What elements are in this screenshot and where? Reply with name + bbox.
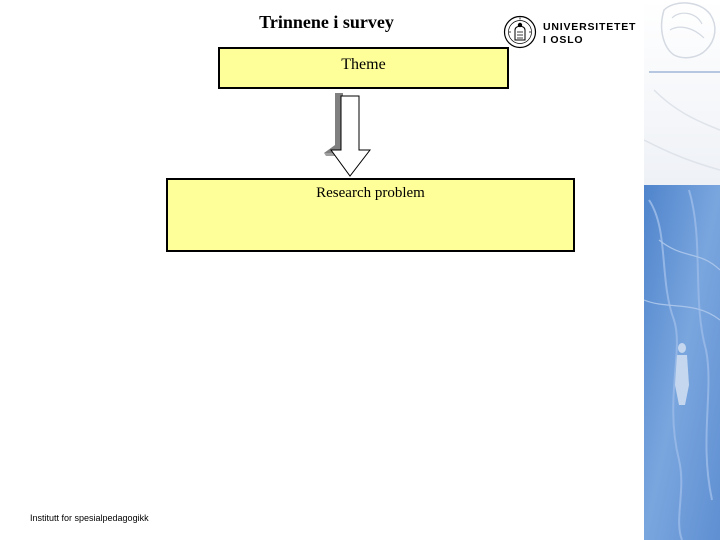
side-decoration bbox=[644, 0, 720, 540]
slide-title: Trinnene i survey bbox=[259, 12, 394, 32]
university-seal-icon bbox=[503, 15, 537, 49]
footer-institute: Institutt for spesialpedagogikk bbox=[30, 513, 149, 523]
logo-text-line1: UNIVERSITETET bbox=[543, 21, 637, 33]
logo-text-line2: I OSLO bbox=[543, 34, 584, 46]
theme-label: Theme bbox=[341, 56, 386, 73]
theme-box: Theme bbox=[218, 47, 509, 89]
research-problem-box: Research problem bbox=[166, 178, 575, 252]
university-logo: UNIVERSITETET I OSLO bbox=[503, 14, 635, 50]
down-arrow-icon bbox=[324, 93, 372, 177]
research-problem-label: Research problem bbox=[316, 185, 425, 201]
